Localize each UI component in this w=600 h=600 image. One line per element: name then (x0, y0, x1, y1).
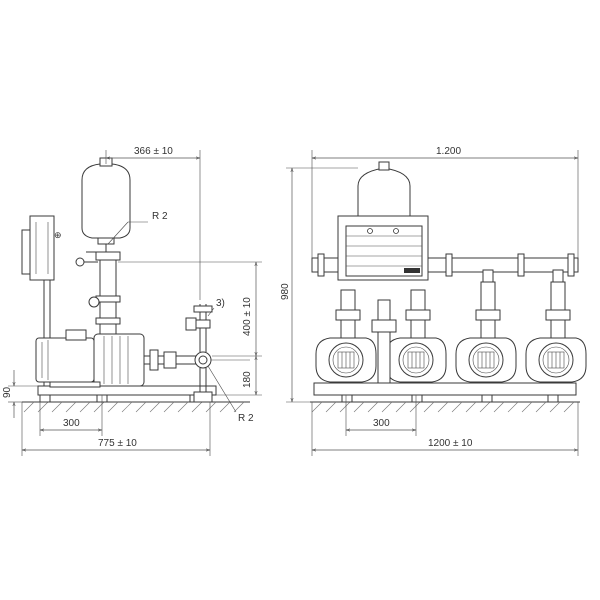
pump-unit (525, 269, 587, 383)
dim-775: 775 ± 10 (98, 438, 137, 449)
label-r2-top: R 2 (152, 211, 168, 222)
pressure-vessel-front (357, 161, 411, 219)
label-r2-bottom: R 2 (238, 413, 254, 424)
discharge-pipe (75, 242, 121, 335)
dim-300-right: 300 (373, 418, 390, 429)
dim-400: 400 ± 10 (242, 297, 253, 336)
dim-300-left: 300 (63, 418, 80, 429)
base-foot (411, 394, 423, 403)
base-foot (39, 394, 51, 403)
side-view: ⊕ (2, 146, 262, 456)
base-frame-front (313, 382, 577, 396)
control-cabinet-front (337, 215, 429, 281)
svg-text:⊕: ⊕ (54, 230, 62, 240)
control-cabinet: ⊕ (21, 215, 62, 386)
pump-motor (35, 329, 145, 388)
floor-left (22, 401, 250, 413)
base-foot (341, 394, 353, 403)
vessel-connection (377, 299, 391, 384)
pump-unit (385, 289, 447, 383)
base-foot (481, 394, 493, 403)
suction-header (144, 304, 250, 403)
front-view: 1.200 980 300 1200 ± 10 (280, 146, 587, 456)
dim-1200-top: 1.200 (436, 146, 461, 157)
label-note-3: 3) (216, 298, 225, 309)
dim-90: 90 (2, 386, 13, 398)
pump-unit (455, 269, 517, 383)
dim-1200-bottom: 1200 ± 10 (428, 438, 473, 449)
base-foot (547, 394, 559, 403)
dim-980: 980 (280, 283, 291, 300)
pump-unit (315, 289, 377, 383)
dim-180: 180 (242, 371, 253, 388)
dim-366: 366 ± 10 (134, 146, 173, 157)
floor-right (310, 401, 580, 413)
pressure-vessel (81, 157, 131, 245)
discharge-header (311, 253, 579, 277)
